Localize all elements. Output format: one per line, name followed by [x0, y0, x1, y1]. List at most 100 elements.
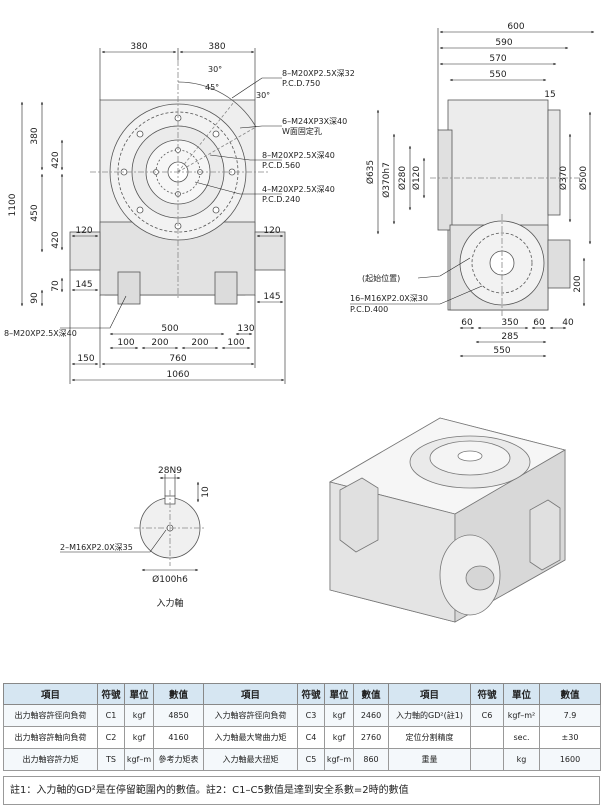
- dim-front-500: 500: [161, 324, 178, 334]
- table-cell: kgf–m²: [503, 704, 540, 727]
- callout-3-line2: P.C.D.560: [262, 161, 300, 170]
- shaft-tap-note: 2–M16XP2.0X深35: [60, 543, 133, 552]
- side-view-dimension-lines: [350, 28, 595, 358]
- table-cell: sec.: [503, 726, 540, 749]
- side-view: [430, 99, 580, 318]
- header-value-3: 數值: [539, 683, 601, 705]
- table-cell: C5: [297, 748, 325, 771]
- header-value-1: 數值: [153, 683, 204, 705]
- dim-front-top-right: 380: [208, 42, 225, 52]
- start-position-label: (起始位置): [362, 273, 400, 283]
- header-unit-1: 單位: [124, 683, 154, 705]
- dim-front-top-left: 380: [130, 42, 147, 52]
- front-view: [69, 60, 286, 305]
- dim-side-dia-280: Ø280: [397, 166, 408, 191]
- dim-front-inner-70: 70: [51, 280, 61, 292]
- dim-side-590: 590: [495, 38, 512, 48]
- table-cell: 定位分割精度: [388, 726, 471, 749]
- table-cell: kgf–m: [324, 748, 354, 771]
- dim-side-600: 600: [507, 22, 524, 32]
- front-view-dimension-lines: [20, 48, 286, 384]
- dim-side-570: 570: [489, 54, 506, 64]
- shaft-key-depth: 10: [201, 486, 211, 498]
- callout-bottom-tap: 8–M20XP2.5X深40: [4, 329, 77, 338]
- table-cell: 1600: [539, 748, 601, 771]
- dim-front-100-a: 100: [117, 338, 134, 348]
- table-cell: [470, 726, 504, 749]
- angle-label-30-right: 30°: [256, 91, 270, 100]
- dim-front-145-right: 145: [263, 292, 280, 302]
- dim-front-150: 150: [77, 354, 94, 364]
- table-cell: 入力軸最大彎曲力矩: [203, 726, 298, 749]
- table-cell: 7.9: [539, 704, 601, 727]
- header-unit-3: 單位: [503, 683, 540, 705]
- table-row: 出力軸容許徑向負荷 C1 kgf 4850 入力軸容許徑向負荷 C3 kgf 2…: [3, 704, 601, 727]
- table-cell: kgf: [124, 726, 154, 749]
- dim-front-760: 760: [169, 354, 186, 364]
- side-callout-line2: P.C.D.400: [350, 305, 388, 314]
- table-cell: 2760: [353, 726, 389, 749]
- dim-side-285: 285: [501, 332, 518, 342]
- dim-front-200-a: 200: [151, 338, 168, 348]
- table-cell: 出力軸容許徑向負荷: [3, 704, 98, 727]
- header-unit-2: 單位: [324, 683, 354, 705]
- dim-front-100-b: 100: [227, 338, 244, 348]
- table-cell: C3: [297, 704, 325, 727]
- dim-side-dia-500: Ø500: [578, 166, 589, 191]
- dim-front-left-90: 90: [30, 292, 40, 304]
- dim-front-130: 130: [237, 324, 254, 334]
- callout-4-line1: 4–M20XP2.5X深40: [262, 185, 335, 194]
- table-cell: 出力軸容許力矩: [3, 748, 98, 771]
- technical-drawing: 380 380 30° 45° 30° 8–M20XP2.5X深32 P.C.D…: [4, 22, 595, 623]
- spec-table: 項目 符號 單位 數值 項目 符號 單位 數值 項目 符號 單位 數值 出力軸容…: [3, 683, 601, 771]
- table-cell: TS: [97, 748, 125, 771]
- dim-side-dia-370: Ø370: [558, 166, 569, 191]
- callout-4-line2: P.C.D.240: [262, 195, 300, 204]
- dim-front-height-1100: 1100: [8, 193, 18, 216]
- dim-side-550-bottom: 550: [493, 346, 510, 356]
- table-cell: 入力軸最大扭矩: [203, 748, 298, 771]
- shaft-dimension-lines: [60, 474, 200, 572]
- table-cell: 出力軸容許軸向負荷: [3, 726, 98, 749]
- dim-front-145-left: 145: [75, 280, 92, 290]
- callout-3-line1: 8–M20XP2.5X深40: [262, 151, 335, 160]
- table-cell: [470, 748, 504, 771]
- table-cell: C2: [97, 726, 125, 749]
- dim-front-1060: 1060: [167, 370, 190, 380]
- table-cell: C4: [297, 726, 325, 749]
- shaft-caption: 入力軸: [156, 597, 183, 609]
- header-value-2: 數值: [353, 683, 389, 705]
- header-symbol-3: 符號: [470, 683, 504, 705]
- table-cell: 入力軸的GD²(註1): [388, 704, 471, 727]
- dim-front-left-450: 450: [30, 204, 40, 221]
- table-cell: kgf: [324, 726, 354, 749]
- dim-side-dia-370h7: Ø370h7: [381, 162, 392, 198]
- header-item-2: 項目: [203, 683, 298, 705]
- callout-2-line1: 6–M24XP3X深40: [282, 117, 347, 126]
- dim-side-40: 40: [562, 318, 574, 328]
- dim-front-200-b: 200: [191, 338, 208, 348]
- header-symbol-1: 符號: [97, 683, 125, 705]
- table-cell: kgf–m: [124, 748, 154, 771]
- isometric-view: [328, 417, 567, 623]
- table-cell: 參考力矩表: [153, 748, 204, 771]
- table-cell: kgf: [124, 704, 154, 727]
- table-row: 出力軸容許軸向負荷 C2 kgf 4160 入力軸最大彎曲力矩 C4 kgf 2…: [3, 726, 601, 749]
- dim-front-inner-420-top: 420: [51, 151, 61, 168]
- table-row: 出力軸容許力矩 TS kgf–m 參考力矩表 入力軸最大扭矩 C5 kgf–m …: [3, 748, 601, 771]
- header-item-1: 項目: [3, 683, 98, 705]
- dim-side-60-b: 60: [533, 318, 545, 328]
- table-cell: kgf: [324, 704, 354, 727]
- callout-1-line1: 8–M20XP2.5X深32: [282, 69, 355, 78]
- dim-front-120-left: 120: [75, 226, 92, 236]
- table-cell: C6: [470, 704, 504, 727]
- table-cell: 4850: [153, 704, 204, 727]
- dim-front-left-380: 380: [30, 127, 40, 144]
- header-symbol-2: 符號: [297, 683, 325, 705]
- shaft-diameter: Ø100h6: [152, 574, 188, 585]
- dim-side-550-top: 550: [489, 70, 506, 80]
- dim-front-120-right: 120: [263, 226, 280, 236]
- dim-front-inner-420-bottom: 420: [51, 231, 61, 248]
- angle-label-30-top: 30°: [208, 65, 222, 74]
- angle-label-45: 45°: [205, 83, 219, 92]
